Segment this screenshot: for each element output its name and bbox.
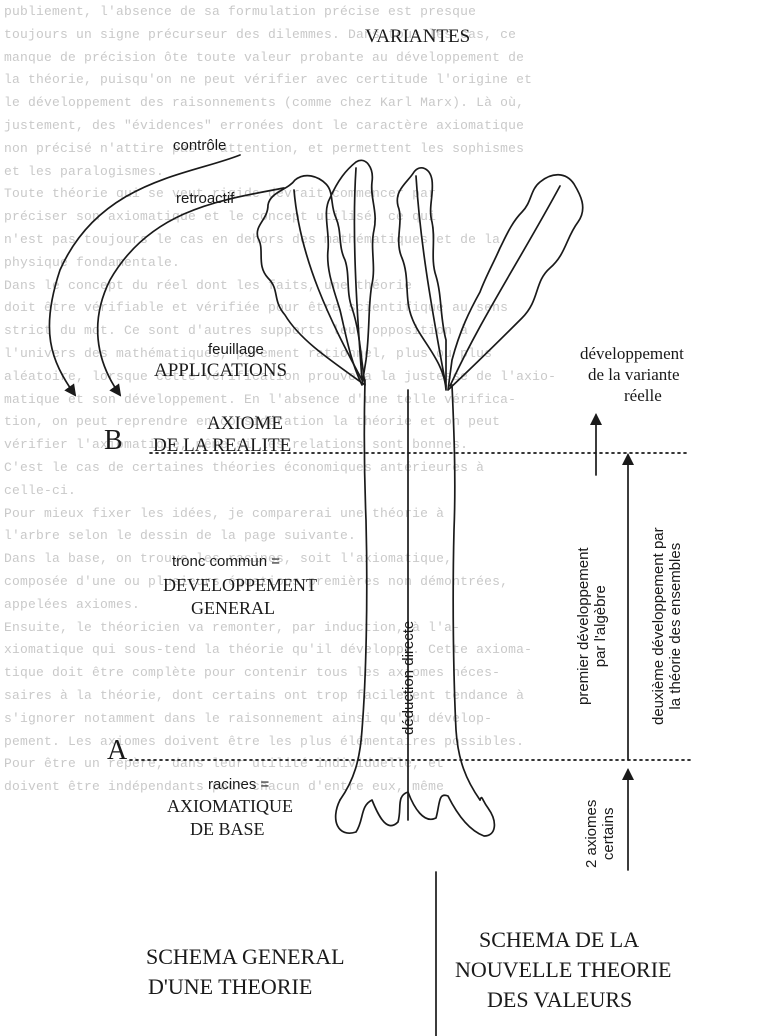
racines-label: racines = bbox=[208, 777, 269, 792]
axiome-label: AXIOME bbox=[207, 414, 283, 433]
realite-label: DE LA REALITE bbox=[153, 436, 291, 455]
leaf-middle-right bbox=[397, 168, 446, 390]
applications-label: APPLICATIONS bbox=[154, 361, 287, 380]
leaf-right bbox=[448, 175, 583, 390]
roots bbox=[336, 792, 495, 836]
feuillage-label: feuillage bbox=[208, 342, 264, 357]
de-base-label: DE BASE bbox=[190, 820, 265, 838]
variante-label-3: réelle bbox=[624, 387, 662, 404]
general-label: GENERAL bbox=[191, 599, 275, 617]
premier-developpement-label: premier développement par l'algèbre bbox=[575, 547, 610, 705]
axiomes-certains-label: 2 axiomes certains bbox=[583, 800, 618, 868]
deuxieme-line-2: la théorie des ensembles bbox=[667, 527, 684, 725]
schema-general-caption-2: D'UNE THEORIE bbox=[148, 976, 312, 998]
axiomes-line-2: certains bbox=[600, 800, 617, 868]
schema-nouvelle-caption-3: DES VALEURS bbox=[487, 989, 632, 1011]
axiomes-line-1: 2 axiomes bbox=[583, 800, 600, 868]
deuxieme-line-1: deuxième développement par bbox=[650, 527, 667, 725]
schema-nouvelle-caption-1: SCHEMA DE LA bbox=[479, 929, 639, 951]
schema-nouvelle-caption-2: NOUVELLE THEORIE bbox=[455, 959, 672, 981]
point-a-label: A bbox=[107, 737, 127, 765]
deuxieme-developpement-label: deuxième développement par la théorie de… bbox=[650, 527, 685, 725]
point-b-label: B bbox=[104, 427, 123, 455]
premier-line-1: premier développement bbox=[575, 547, 592, 705]
deduction-directe-label: déduction directe bbox=[400, 621, 417, 735]
variantes-label: VARIANTES bbox=[365, 27, 470, 46]
premier-line-2: par l'algèbre bbox=[592, 547, 609, 705]
leaf-middle-left bbox=[326, 160, 375, 385]
axiomatique-label: AXIOMATIQUE bbox=[167, 797, 293, 815]
trunk-left-edge bbox=[340, 380, 367, 800]
schema-general-caption-1: SCHEMA GENERAL bbox=[146, 946, 345, 968]
controle-label: contrôle bbox=[173, 138, 226, 153]
variante-label-1: développement bbox=[580, 345, 684, 362]
variante-label-2: de la variante bbox=[588, 366, 680, 383]
retroactif-label: retroactif bbox=[176, 191, 234, 206]
trunk-right-edge bbox=[452, 385, 480, 800]
developpement-label: DEVELOPPEMENT bbox=[163, 576, 317, 594]
tronc-commun-label: tronc commun = bbox=[172, 554, 280, 569]
